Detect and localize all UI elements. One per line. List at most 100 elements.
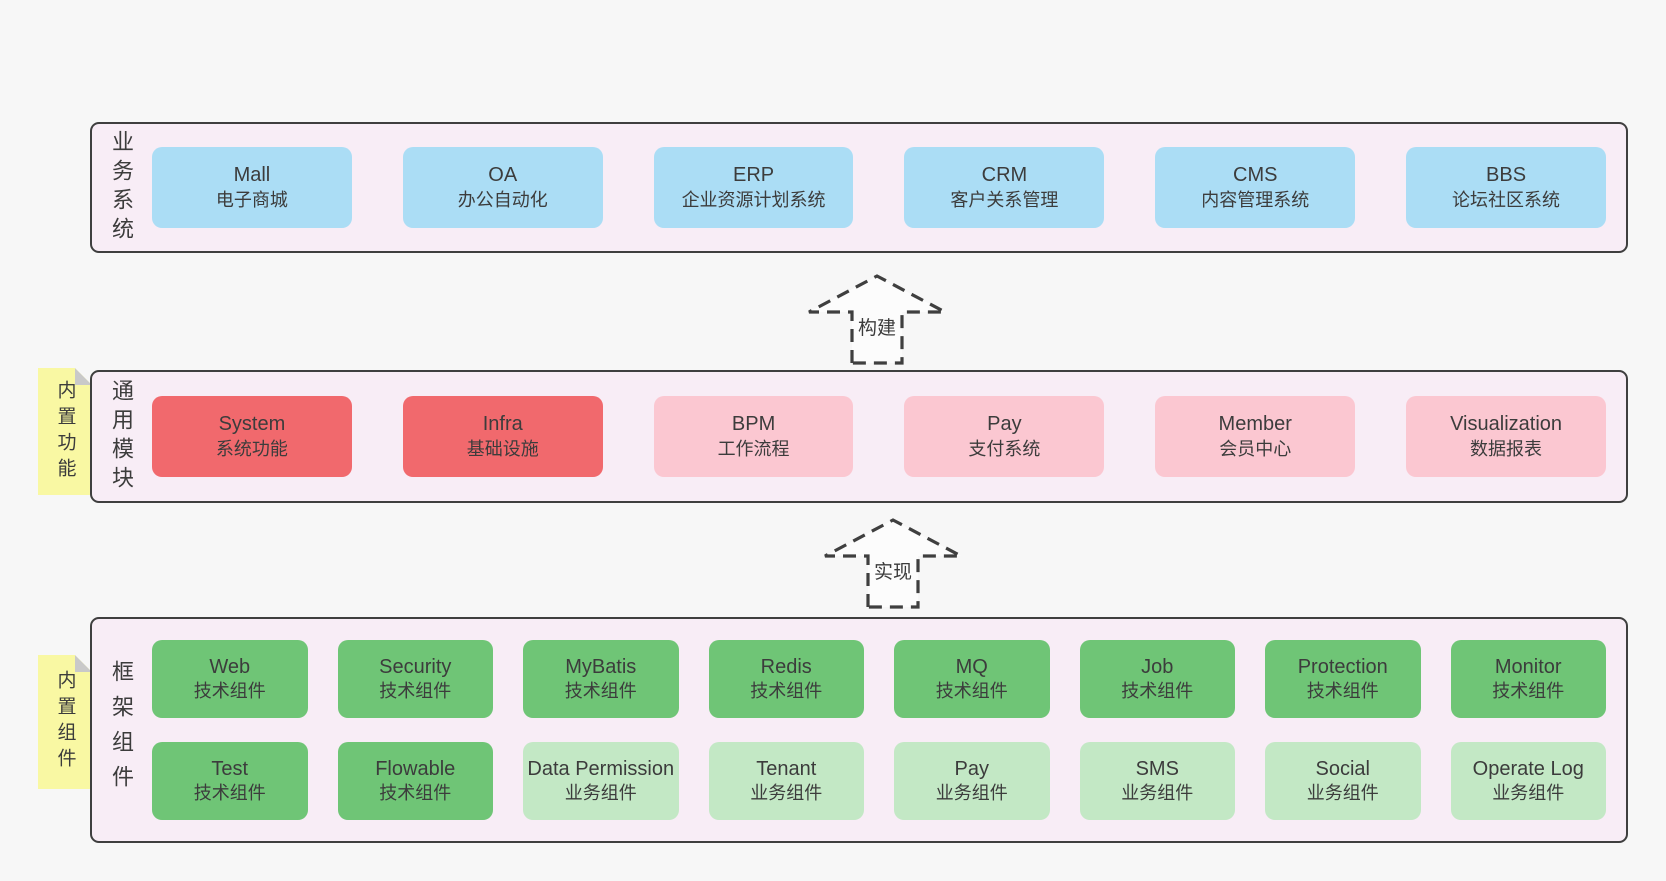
box-flowable: Flowable 技术组件 [337, 742, 493, 820]
box-subtitle: 技术组件 [935, 681, 1008, 702]
box-job: Job 技术组件 [1079, 640, 1235, 718]
box-subtitle: 数据报表 [1470, 438, 1543, 459]
sticky-label: 内置功能 [54, 379, 76, 484]
box-subtitle: 电子商城 [215, 189, 288, 210]
box-subtitle: 业务组件 [1492, 783, 1565, 804]
box-sms: SMS 业务组件 [1079, 742, 1235, 820]
box-title: Mall [233, 164, 271, 187]
box-redis: Redis 技术组件 [708, 640, 864, 718]
box-subtitle: 技术组件 [1492, 681, 1565, 702]
box-title: Pay [954, 757, 989, 780]
box-title: Data Permission [527, 757, 675, 780]
box-subtitle: 技术组件 [193, 681, 266, 702]
box-subtitle: 系统功能 [215, 438, 288, 459]
box-subtitle: 会员中心 [1219, 438, 1292, 459]
arrow-label-build: 构建 [855, 313, 899, 340]
box-title: Monitor [1494, 655, 1562, 678]
box-subtitle: 基础设施 [466, 438, 539, 459]
box-subtitle: 业务组件 [935, 783, 1008, 804]
box-subtitle: 技术组件 [379, 681, 452, 702]
dashed-up-arrow-implement: 实现 [822, 516, 964, 610]
box-title: MQ [955, 655, 988, 678]
box-title: Security [379, 655, 452, 678]
box-subtitle: 办公自动化 [457, 189, 548, 210]
box-subtitle: 技术组件 [1121, 681, 1194, 702]
box-subtitle: 工作流程 [717, 438, 790, 459]
box-subtitle: 技术组件 [750, 681, 823, 702]
band-label-framework-components: 框架组件 [109, 660, 134, 800]
box-subtitle: 业务组件 [750, 783, 823, 804]
box-subtitle: 业务组件 [1306, 783, 1379, 804]
box-title: Test [211, 757, 249, 780]
box-mybatis: MyBatis 技术组件 [523, 640, 679, 718]
box-subtitle: 企业资源计划系统 [681, 189, 826, 210]
box-subtitle: 论坛社区系统 [1452, 189, 1561, 210]
box-subtitle: 业务组件 [1121, 783, 1194, 804]
box-subtitle: 客户关系管理 [950, 189, 1059, 210]
dashed-up-arrow-build: 构建 [806, 272, 948, 366]
box-title: Visualization [1450, 413, 1563, 436]
box-title: Operate Log [1472, 757, 1584, 780]
band-label-business-systems: 业务系统 [109, 129, 134, 246]
box-subtitle: 技术组件 [1306, 681, 1379, 702]
box-title: MyBatis [565, 655, 637, 678]
box-web: Web 技术组件 [152, 640, 308, 718]
box-title: CRM [981, 164, 1028, 187]
box-title: OA [488, 164, 518, 187]
box-title: Redis [760, 655, 812, 678]
sticky-note-builtin-features: 内置功能 [38, 368, 92, 495]
box-title: Tenant [756, 757, 817, 780]
box-title: Social [1315, 757, 1370, 780]
box-test: Test 技术组件 [152, 742, 308, 820]
box-title: Infra [482, 413, 523, 436]
band-label-common-modules: 通用模块 [109, 378, 134, 495]
box-title: Flowable [375, 757, 456, 780]
box-subtitle: 技术组件 [564, 681, 637, 702]
box-operate-log: Operate Log 业务组件 [1450, 742, 1606, 820]
arrow-label-implement: 实现 [871, 557, 915, 584]
box-tenant: Tenant 业务组件 [708, 742, 864, 820]
box-title: Protection [1297, 655, 1388, 678]
box-social: Social 业务组件 [1265, 742, 1421, 820]
box-title: CMS [1233, 164, 1278, 187]
box-protection: Protection 技术组件 [1265, 640, 1421, 718]
box-title: Job [1141, 655, 1174, 678]
box-title: Member [1218, 413, 1292, 436]
box-title: Web [209, 655, 251, 678]
box-subtitle: 技术组件 [379, 783, 452, 804]
box-security: Security 技术组件 [337, 640, 493, 718]
box-subtitle: 内容管理系统 [1201, 189, 1310, 210]
box-pay: Pay 业务组件 [894, 742, 1050, 820]
box-mq: MQ 技术组件 [894, 640, 1050, 718]
box-title: SMS [1135, 757, 1179, 780]
box-title: BPM [731, 413, 776, 436]
box-title: BBS [1486, 164, 1527, 187]
box-title: ERP [733, 164, 775, 187]
box-monitor: Monitor 技术组件 [1450, 640, 1606, 718]
box-subtitle: 技术组件 [193, 783, 266, 804]
